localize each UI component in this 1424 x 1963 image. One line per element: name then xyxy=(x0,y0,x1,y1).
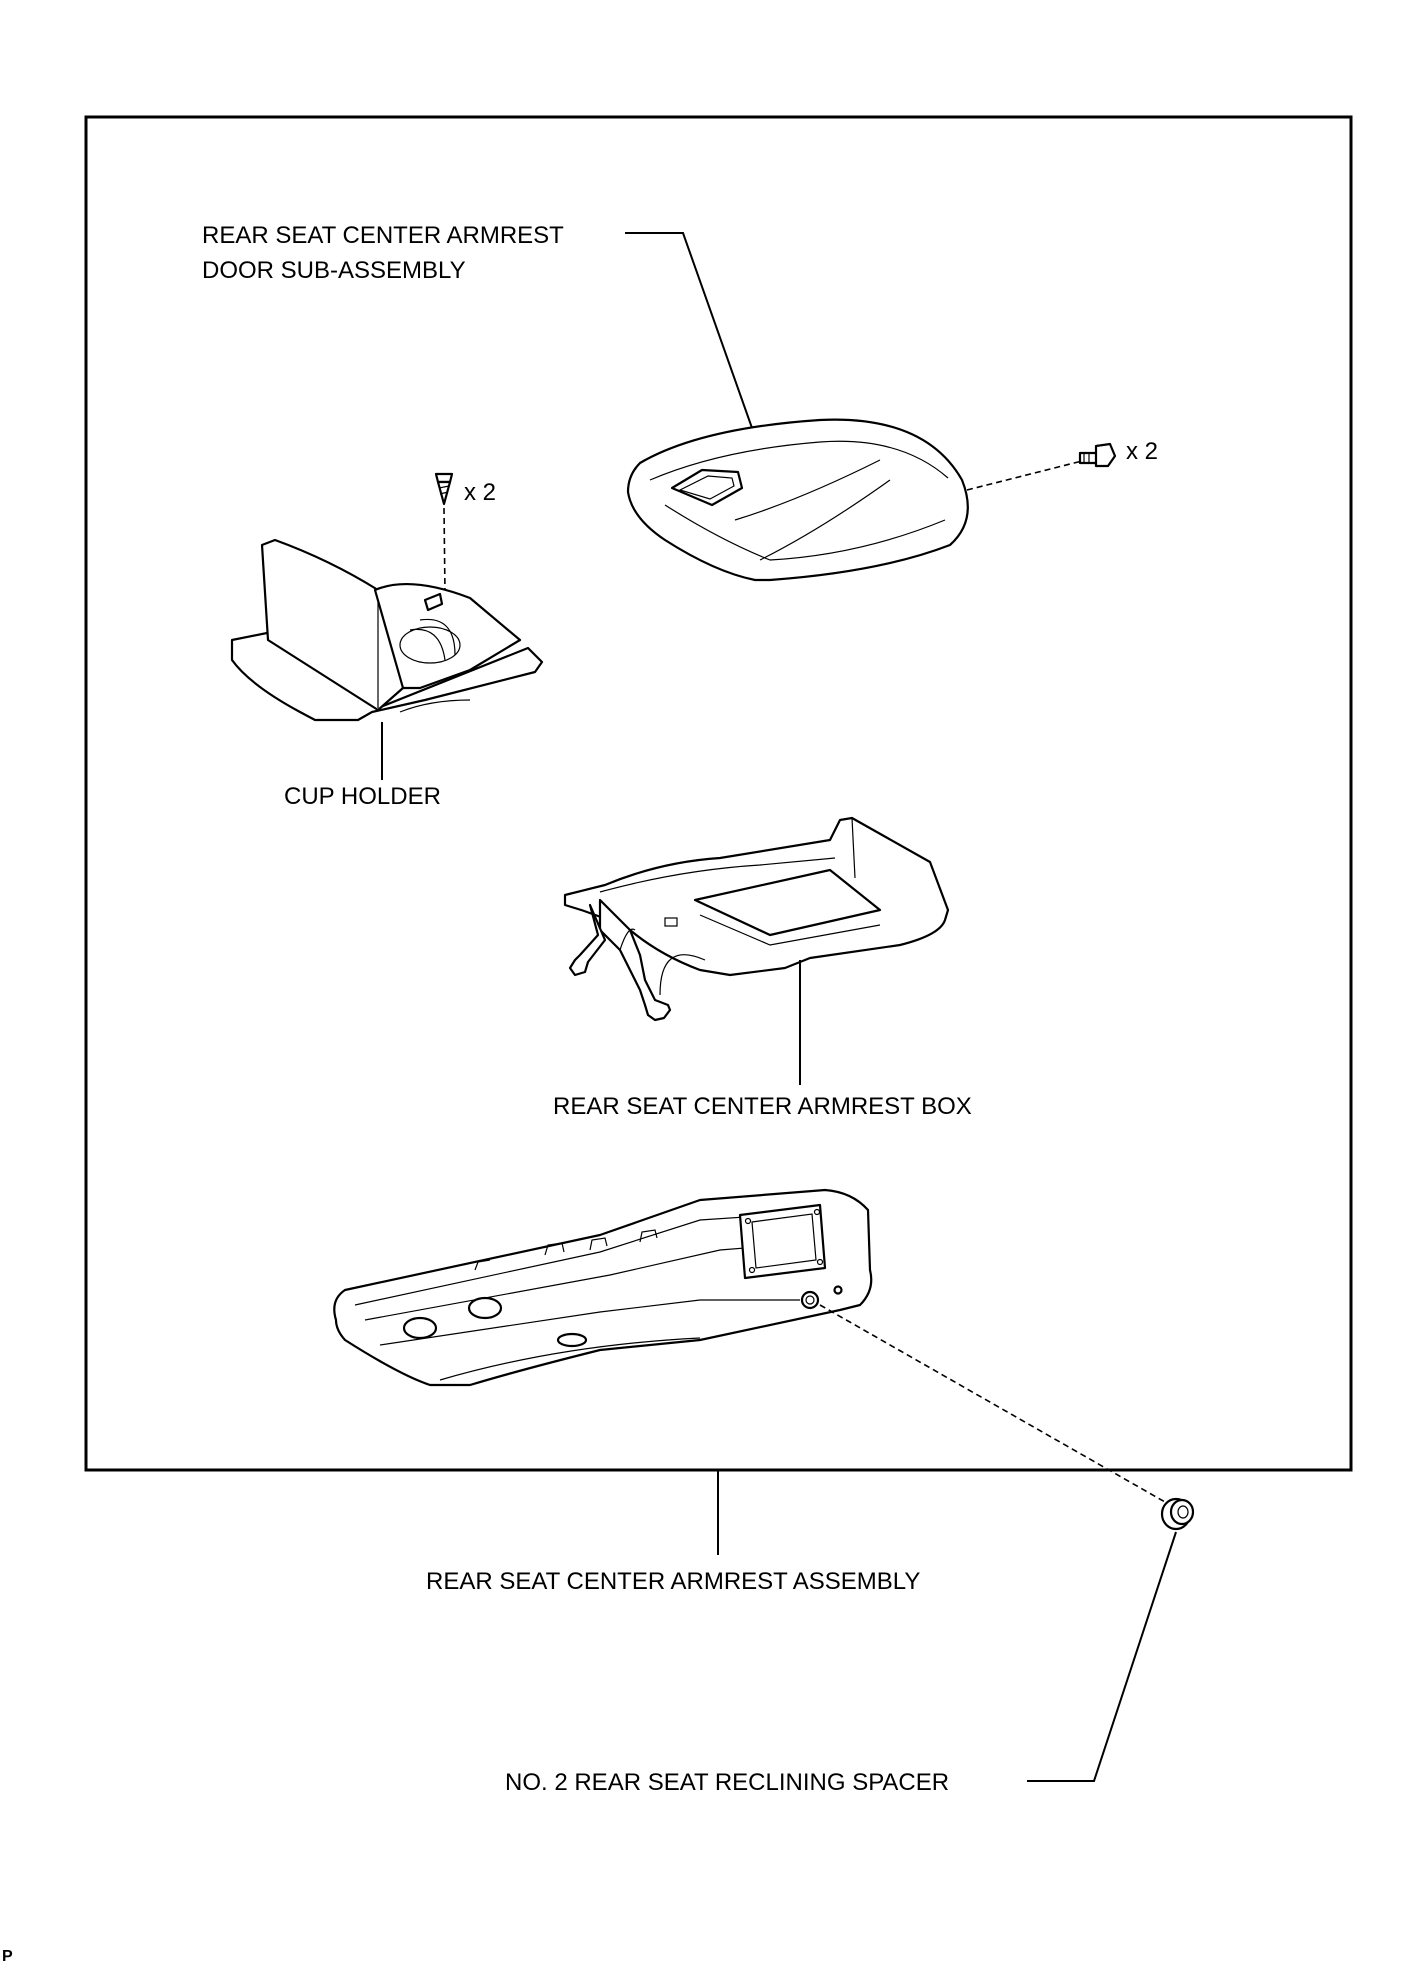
armrest-assembly-part xyxy=(333,1188,873,1387)
door-label-line2: DOOR SUB-ASSEMBLY xyxy=(202,257,466,284)
armrest-door-part xyxy=(626,418,969,582)
bolt-icon xyxy=(1078,442,1117,468)
bolt-qty-label: x 2 xyxy=(1126,438,1158,465)
cup-holder-part xyxy=(230,538,544,722)
screw-qty-label: x 2 xyxy=(464,479,496,506)
spacer-icon xyxy=(1160,1497,1195,1531)
door-leader-line xyxy=(625,232,753,429)
armrest-box-part xyxy=(563,816,950,1022)
corner-mark: P xyxy=(2,1948,13,1963)
armrest-box-label: REAR SEAT CENTER ARMREST BOX xyxy=(553,1093,972,1120)
spacer-dashed-line xyxy=(819,1304,1173,1507)
bolt-dashed-line xyxy=(966,460,1083,491)
spacer-leader-line xyxy=(1027,1531,1177,1782)
spacer-label: NO. 2 REAR SEAT RECLINING SPACER xyxy=(505,1769,949,1796)
armrest-assembly-label: REAR SEAT CENTER ARMREST ASSEMBLY xyxy=(426,1568,920,1595)
cup-holder-label: CUP HOLDER xyxy=(284,783,441,810)
door-label-line1: REAR SEAT CENTER ARMREST xyxy=(202,222,564,249)
screw-icon xyxy=(434,472,454,506)
